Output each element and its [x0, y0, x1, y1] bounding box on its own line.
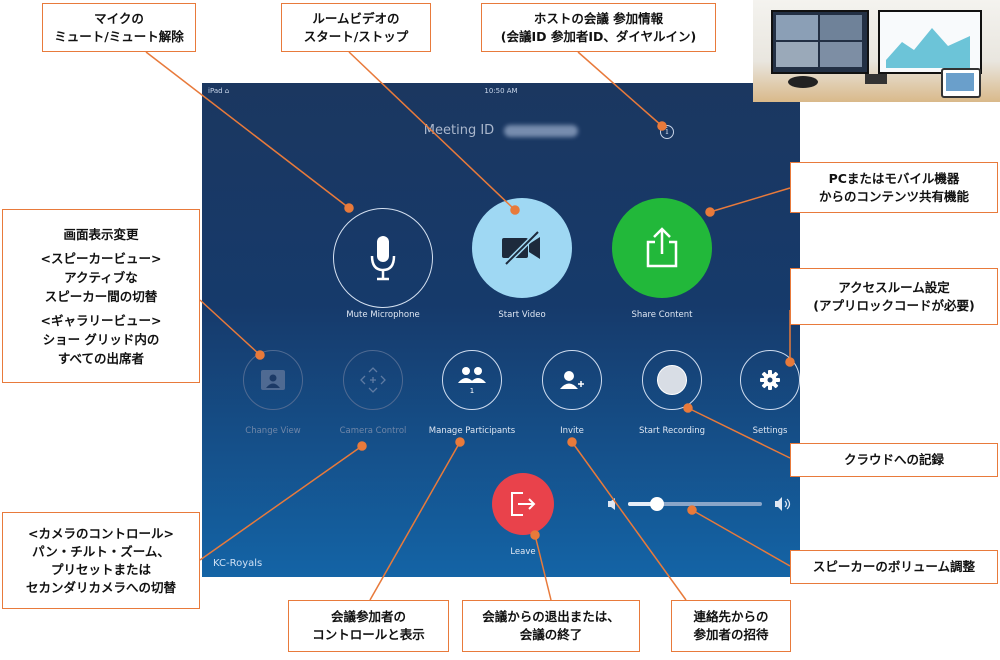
room-name: KC-Royals [213, 558, 263, 569]
room-setup-photo [753, 0, 1000, 102]
info-icon[interactable]: i [660, 125, 674, 139]
mute-microphone-button[interactable] [333, 208, 433, 308]
manage-participants-label: Manage Participants [428, 426, 516, 436]
callout-text: 連絡先からの [693, 609, 769, 624]
callout-text: (会議ID 参加者ID、ダイヤルイン) [500, 28, 697, 44]
callout-text: <ギャラリービュー> [40, 312, 162, 328]
camera-control-icon [360, 367, 386, 393]
callout-text: ルームビデオの [312, 10, 400, 26]
leave-label: Leave [510, 547, 536, 557]
callout-video: ルームビデオのスタート/ストップ [281, 3, 431, 52]
callout-text: からのコンテンツ共有機能 [818, 188, 969, 204]
leave-icon [511, 492, 536, 516]
start-recording-button[interactable] [642, 350, 702, 410]
callout-text: <カメラのコントロール> [28, 525, 174, 541]
meeting-id: Meeting ID [202, 123, 800, 138]
callout-text: コントロールと表示 [312, 627, 425, 642]
meeting-id-label: Meeting ID [423, 123, 495, 138]
callout-invite: 連絡先からの参加者の招待 [671, 600, 791, 652]
callout-text: アクティブな [64, 269, 138, 285]
add-user-icon [560, 371, 584, 389]
change-view-label: Change View [245, 426, 301, 436]
settings-button[interactable] [740, 350, 800, 410]
volume-low-icon [608, 498, 615, 510]
manage-participants-button[interactable]: 1 [442, 350, 502, 410]
callout-text: 会議からの退出または、 [482, 609, 620, 624]
mute-microphone-label: Mute Microphone [346, 310, 420, 320]
start-video-label: Start Video [498, 310, 546, 320]
participant-count: 1 [469, 386, 475, 395]
carrier-indicator: iPad ⌂ [208, 87, 230, 95]
callout-text: 画面表示変更 [63, 226, 139, 242]
video-off-icon [502, 230, 540, 266]
volume-slider[interactable] [628, 497, 762, 511]
callout-text: ホストの会議 参加情報 [533, 10, 664, 26]
callout-text: 参加者の招待 [693, 627, 769, 642]
microphone-icon [370, 236, 396, 281]
invite-label: Invite [560, 426, 584, 436]
change-view-button[interactable] [243, 350, 303, 410]
callout-text: プリセットまたは [50, 561, 151, 577]
callout-text: ミュート/ミュート解除 [54, 28, 184, 44]
callout-text: セカンダリカメラへの切替 [25, 579, 176, 595]
callout-text: クラウドへの記録 [843, 452, 944, 467]
share-icon [646, 227, 678, 268]
share-content-label: Share Content [631, 310, 693, 320]
start-recording-label: Start Recording [639, 426, 705, 436]
callout-text: スピーカーのボリューム調整 [812, 559, 976, 574]
volume-high-icon [775, 497, 791, 511]
callout-text: (アプリロックコードが必要) [813, 297, 975, 313]
callout-text: アクセスルーム設定 [838, 279, 950, 295]
callout-volume: スピーカーのボリューム調整 [790, 550, 998, 584]
camera-control-button[interactable] [343, 350, 403, 410]
dashboard-chart-graphic [886, 28, 970, 68]
callout-camera-control: <カメラのコントロール> パン・チルト・ズーム、プリセットまたはセカンダリカメラへ… [2, 512, 200, 609]
callout-settings: アクセスルーム設定 (アプリロックコードが必要) [790, 268, 998, 325]
meeting-id-value-redacted [504, 124, 579, 137]
callout-share-content: PCまたはモバイル機器からのコンテンツ共有機能 [790, 162, 998, 213]
callout-text: 会議の終了 [519, 627, 583, 642]
status-bar: iPad ⌂ 10:50 AM [202, 86, 800, 98]
share-content-button[interactable] [612, 198, 712, 298]
callout-participants: 会議参加者のコントロールと表示 [288, 600, 449, 652]
zoom-room-screen: iPad ⌂ 10:50 AM Meeting ID i Mute Microp… [202, 83, 800, 577]
callout-microphone: マイクのミュート/ミュート解除 [42, 3, 196, 52]
callout-text: マイクの [94, 10, 144, 26]
camera-control-label: Camera Control [339, 426, 407, 436]
callout-change-view: 画面表示変更 <スピーカービュー> アクティブなスピーカー間の切替 <ギャラリービ… [2, 209, 200, 383]
leave-button[interactable] [492, 473, 554, 535]
change-view-icon [261, 370, 285, 390]
settings-label: Settings [752, 426, 788, 436]
callout-recording: クラウドへの記録 [790, 443, 998, 477]
callout-leave: 会議からの退出または、会議の終了 [462, 600, 640, 652]
callout-text: ショー グリッド内の [42, 331, 160, 347]
callout-meeting-info: ホストの会議 参加情報 (会議ID 参加者ID、ダイヤルイン) [481, 3, 716, 52]
callout-text: スタート/ストップ [303, 28, 409, 44]
start-video-button[interactable] [472, 198, 572, 298]
volume-slider-fill [628, 502, 658, 506]
participants-icon [458, 366, 486, 383]
callout-text: PCまたはモバイル機器 [828, 170, 960, 186]
invite-button[interactable] [542, 350, 602, 410]
callout-text: スピーカー間の切替 [44, 288, 158, 304]
gear-icon [760, 370, 780, 390]
callout-text: パン・チルト・ズーム、 [32, 543, 170, 559]
status-time: 10:50 AM [484, 87, 518, 95]
callout-text: <スピーカービュー> [40, 250, 162, 266]
record-icon [657, 365, 687, 395]
callout-text: 会議参加者の [330, 609, 406, 624]
callout-text: すべての出席者 [57, 350, 145, 366]
volume-slider-knob[interactable] [650, 497, 665, 511]
